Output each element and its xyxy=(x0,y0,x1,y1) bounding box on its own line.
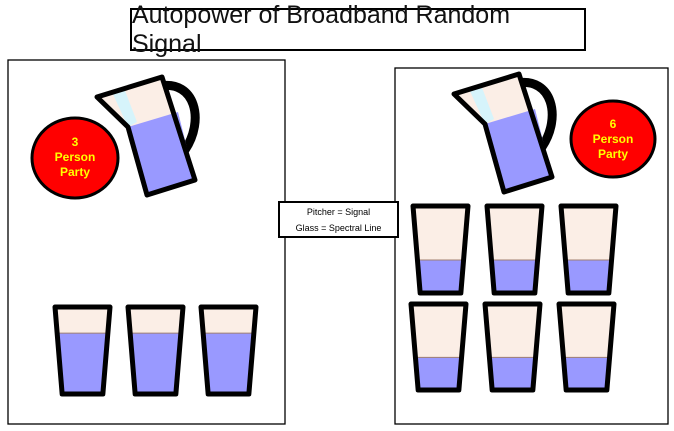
glass xyxy=(410,203,471,296)
badge-number: 6 xyxy=(609,117,617,131)
glass xyxy=(558,203,619,296)
glass-liquid xyxy=(565,259,612,293)
glass xyxy=(482,301,543,393)
left-badge-text: 3 Person Party xyxy=(35,135,115,180)
badge-word: Person xyxy=(54,150,96,164)
glass-liquid xyxy=(491,259,538,293)
diagram-title: Autopower of Broadband Random Signal xyxy=(130,1,586,58)
glass-liquid xyxy=(417,259,464,293)
glass-liquid xyxy=(563,357,610,390)
glass xyxy=(408,301,469,393)
glass xyxy=(484,203,545,296)
right-party-badge xyxy=(569,99,657,179)
glass xyxy=(198,304,259,397)
glass-liquid xyxy=(203,333,254,394)
glass xyxy=(556,301,617,393)
right-pitcher xyxy=(454,74,552,192)
glass-liquid xyxy=(489,357,536,390)
left-party-badge xyxy=(30,116,120,200)
glass xyxy=(52,304,113,397)
right-badge-text: 6 Person Party xyxy=(573,117,653,162)
right-panel-frame xyxy=(394,67,669,425)
glass xyxy=(125,304,186,397)
badge-number: 3 xyxy=(71,135,79,149)
badge-word: Party xyxy=(597,147,629,161)
legend-pitcher: Pitcher = Signal xyxy=(306,207,371,217)
glass-liquid xyxy=(130,333,181,394)
glass-liquid xyxy=(415,357,462,390)
left-panel-frame xyxy=(7,59,286,425)
legend-box: Pitcher = Signal Glass = Spectral Line xyxy=(278,201,399,238)
badge-word: Party xyxy=(59,165,91,179)
legend-glass: Glass = Spectral Line xyxy=(295,223,382,233)
glass-liquid xyxy=(57,333,108,394)
badge-word: Person xyxy=(592,132,634,146)
